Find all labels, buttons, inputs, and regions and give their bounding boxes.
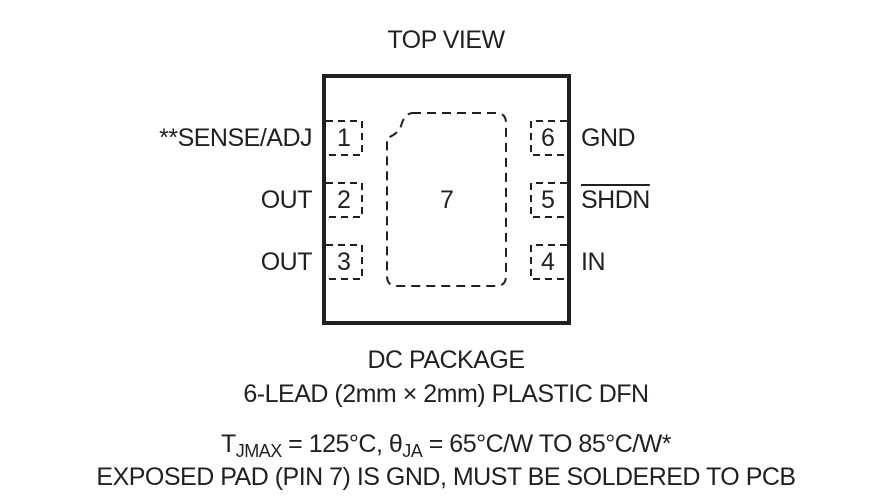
pin-number-6: 6 bbox=[541, 124, 555, 152]
theta-ja-subscript: JA bbox=[402, 441, 423, 461]
pin-name-gnd: GND bbox=[581, 124, 636, 152]
pin-pad-6 bbox=[530, 120, 567, 156]
pin-number-3: 3 bbox=[337, 248, 351, 276]
package-body bbox=[322, 74, 571, 325]
pin-number-4: 4 bbox=[541, 248, 555, 276]
package-description: 6-LEAD (2mm × 2mm) PLASTIC DFN bbox=[243, 380, 649, 408]
top-view-title: TOP VIEW bbox=[387, 26, 505, 54]
pin-pad-1 bbox=[326, 120, 363, 156]
pin-name-out-3: OUT bbox=[260, 248, 313, 276]
tjmax-subscript: JMAX bbox=[235, 441, 283, 461]
exposed-pad-7 bbox=[386, 112, 507, 287]
thermal-spec: TJMAX = 125°C, θJA = 65°C/W TO 85°C/W* bbox=[0, 430, 892, 461]
pin-name-out-2: OUT bbox=[260, 186, 313, 214]
exposed-pad-number: 7 bbox=[440, 186, 454, 214]
tjmax-value: = 125°C, bbox=[281, 430, 389, 458]
pin-name-shdn: SHDN bbox=[581, 186, 650, 214]
theta-ja-symbol: θ bbox=[388, 430, 403, 458]
pin-name-in: IN bbox=[581, 248, 606, 276]
pin-pad-2 bbox=[326, 182, 363, 218]
pin-pad-3 bbox=[326, 244, 363, 280]
package-name: DC PACKAGE bbox=[367, 346, 525, 374]
exposed-pad-note: EXPOSED PAD (PIN 7) IS GND, MUST BE SOLD… bbox=[96, 463, 796, 491]
pin-number-2: 2 bbox=[337, 186, 351, 214]
pin-pad-5 bbox=[530, 182, 567, 218]
pin-name-sense-adj: **SENSE/ADJ bbox=[159, 124, 312, 152]
pin-number-5: 5 bbox=[541, 186, 555, 214]
pin-pad-4 bbox=[530, 244, 567, 280]
pin-number-1: 1 bbox=[337, 124, 351, 152]
theta-ja-value: = 65°C/W TO 85°C/W* bbox=[422, 430, 672, 458]
tjmax-symbol: T bbox=[220, 430, 236, 458]
